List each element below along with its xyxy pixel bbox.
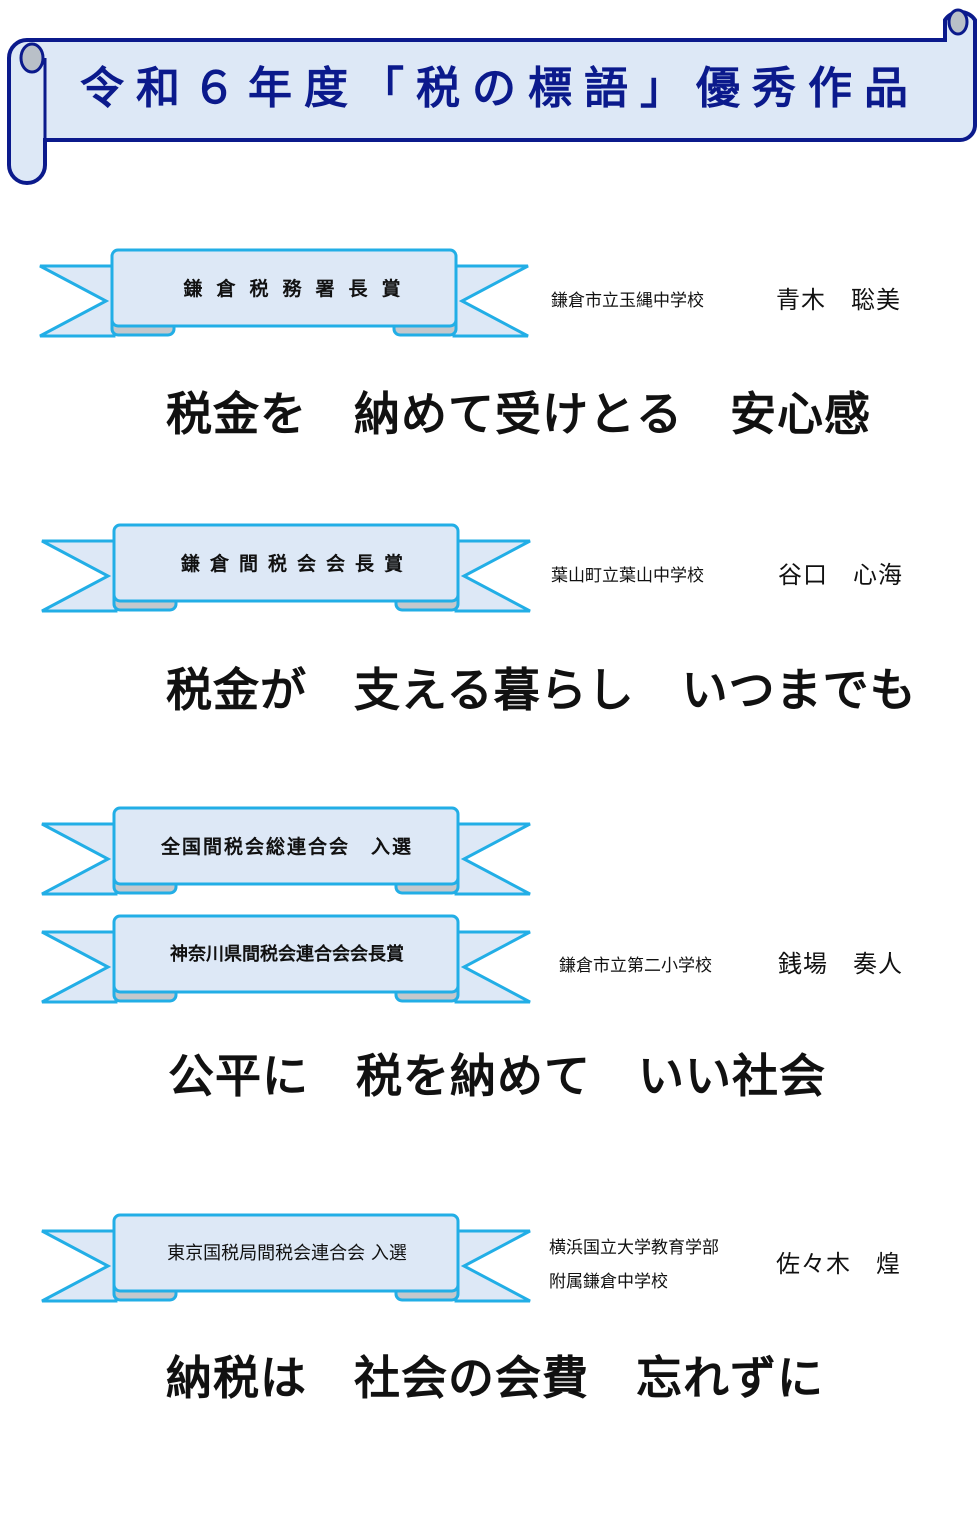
ribbon-shape (39, 248, 529, 338)
ribbon-shape (41, 1213, 531, 1303)
slogan: 納税は 社会の会費 忘れずに (166, 1351, 824, 1405)
slogan: 税金を 納めて受けとる 安心感 (166, 387, 871, 441)
ribbon-shape (41, 806, 531, 896)
school-name-line-2: 附属鎌倉中学校 (549, 1272, 668, 1292)
award-name: 鎌倉税務署長賞 (183, 277, 415, 300)
slogan: 税金が 支える暮らし いつまでも (166, 663, 917, 717)
award-name: 神奈川県間税会連合会会長賞 (170, 944, 404, 965)
student-name: 青木 聡美 (776, 286, 901, 314)
award-name: 全国間税会総連合会 入選 (160, 835, 413, 858)
award-ribbon: 東京国税局間税会連合会 入選 (40, 1212, 532, 1304)
school-name-line-1: 横浜国立大学教育学部 (549, 1238, 719, 1258)
slogan: 公平に 税を納めて いい社会 (168, 1049, 826, 1103)
award-name: 東京国税局間税会連合会 入選 (167, 1243, 407, 1264)
student-name: 谷口 心海 (778, 561, 903, 589)
award-ribbon: 鎌倉税務署長賞 (38, 247, 530, 339)
award-name: 鎌倉間税会会長賞 (180, 552, 413, 575)
ribbon-shape (41, 523, 531, 613)
school-name: 鎌倉市立玉縄中学校 (551, 291, 704, 311)
student-name: 佐々木 煌 (776, 1250, 901, 1278)
page-title: 令和６年度「税の標語」優秀作品 (80, 63, 920, 114)
school-name: 鎌倉市立第二小学校 (559, 956, 712, 976)
award-ribbon: 神奈川県間税会連合会会長賞 (40, 913, 532, 1005)
school-name: 葉山町立葉山中学校 (551, 566, 704, 586)
ribbon-shape (41, 914, 531, 1004)
title-scroll (6, 8, 977, 185)
student-name: 銭場 奏人 (778, 950, 903, 978)
award-ribbon: 全国間税会総連合会 入選 (40, 805, 532, 897)
award-ribbon: 鎌倉間税会会長賞 (40, 522, 532, 614)
